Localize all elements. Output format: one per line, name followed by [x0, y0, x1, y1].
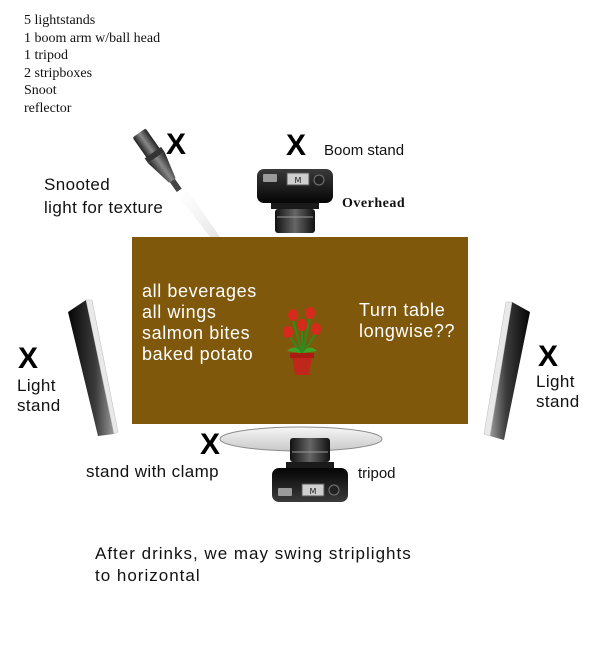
boom-stand-label: Boom stand: [324, 142, 405, 159]
stand-position-x-left: X: [18, 342, 39, 375]
svg-text:M: M: [310, 487, 317, 496]
right-stripbox-light-icon: [483, 301, 530, 440]
footer-note-line2: to horizontal: [95, 566, 201, 585]
snoot-label: Snooted light for texture: [44, 175, 163, 218]
footer-note: After drinks, we may swing striplights t…: [95, 543, 412, 587]
stand-position-x-clamp: X: [200, 428, 221, 461]
left-stripbox-light-icon: [68, 299, 119, 436]
left-light-stand-line1: Light: [17, 376, 56, 395]
table-item: all wings: [142, 302, 217, 322]
footer-note-line1: After drinks, we may swing striplights: [95, 544, 412, 563]
equipment-item: Snoot: [24, 83, 57, 98]
tripod-label: tripod: [358, 465, 396, 482]
right-light-stand-line2: stand: [536, 392, 580, 411]
table-note-line2: longwise??: [359, 321, 456, 341]
table-note-line1: Turn table: [359, 300, 446, 320]
equipment-item: reflector: [24, 100, 72, 116]
table: [132, 237, 468, 424]
stand-position-x-snoot: X: [166, 128, 187, 161]
stand-position-x-boom: X: [286, 129, 307, 162]
equipment-item: 1 tripod: [24, 48, 68, 63]
left-light-stand-label: Light stand: [17, 376, 61, 416]
table-item: salmon bites: [142, 323, 251, 343]
equipment-item: 2 stripboxes: [24, 65, 93, 81]
snooted-light-icon: [133, 129, 220, 237]
table-item: all beverages: [142, 281, 257, 301]
equipment-item: 1 boom arm w/ball head: [24, 30, 161, 46]
overhead-label: Overhead: [342, 196, 406, 211]
snoot-label-line1: Snooted: [44, 175, 111, 194]
svg-text:M: M: [295, 176, 302, 185]
table-items-list: all beverages all wings salmon bites bak…: [142, 281, 257, 365]
table-item: baked potato: [142, 344, 254, 364]
overhead-camera-icon: M: [257, 169, 333, 233]
equipment-item: 5 lightstands: [24, 13, 96, 28]
equipment-list: 5 lightstands 1 boom arm w/ball head 1 t…: [24, 12, 160, 117]
stand-position-x-right: X: [538, 340, 559, 373]
tripod-camera-icon: M: [272, 438, 348, 502]
right-light-stand-label: Light stand: [536, 372, 580, 412]
right-light-stand-line1: Light: [536, 372, 575, 391]
clamp-stand-label: stand with clamp: [86, 462, 220, 481]
snoot-label-line2: light for texture: [44, 198, 164, 217]
left-light-stand-line2: stand: [17, 396, 61, 415]
flower-pot-icon: [283, 307, 321, 375]
table-note: Turn table longwise??: [359, 300, 455, 342]
